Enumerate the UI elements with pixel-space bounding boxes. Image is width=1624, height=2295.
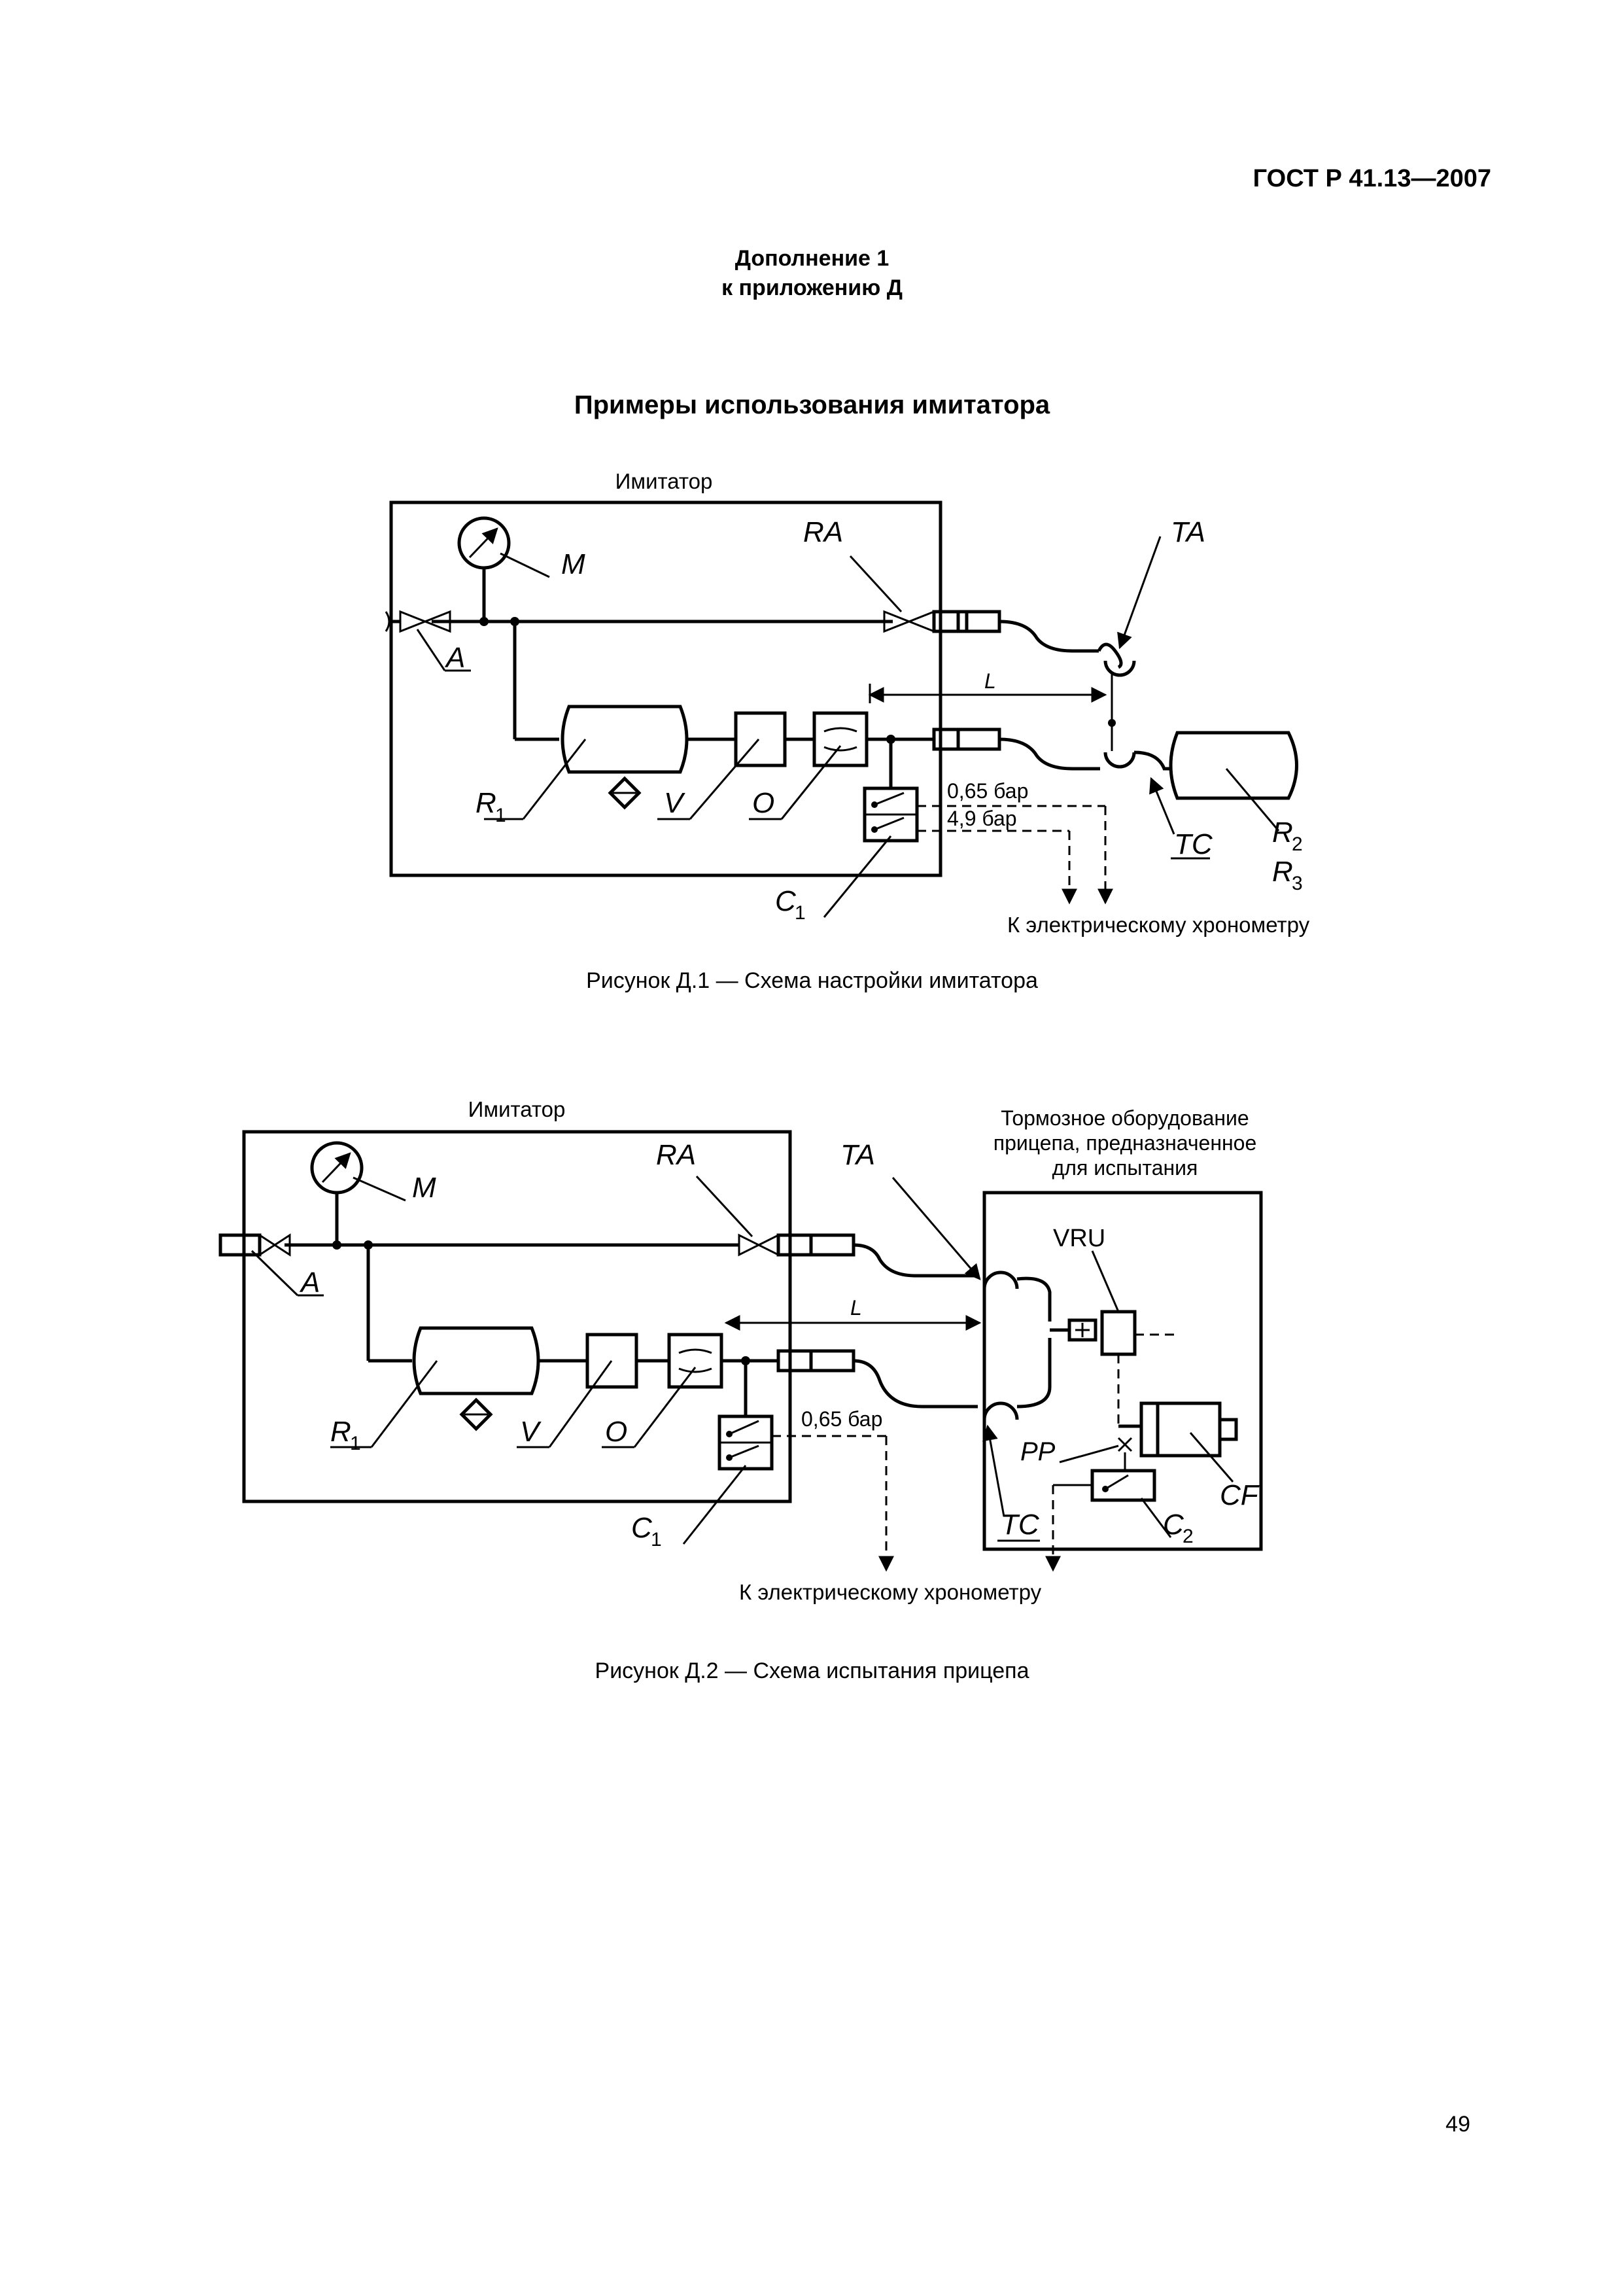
fig2-pressure-switch-c2: [1090, 1469, 1156, 1502]
fig2-valve-ra-icon: [738, 1233, 780, 1257]
fig2-label-c2: C: [1163, 1509, 1184, 1541]
fig2-brake-cylinder-cf: [1139, 1401, 1238, 1458]
figure-1-caption: Рисунок Д.1 — Схема настройки имитатора: [586, 968, 1038, 993]
fig2-label-o: O: [605, 1416, 627, 1448]
fig1-coupler-top: [932, 610, 1001, 633]
figure-2-caption: Рисунок Д.2 — Схема испытания прицепа: [595, 1658, 1029, 1683]
fig2-trailer-label-3: для испытания: [1052, 1156, 1198, 1180]
figure-2-schematic: Имитатор Тормозное оборудование прицепа,…: [218, 1097, 1263, 1604]
fig2-tc-hose-connector: [982, 1401, 1019, 1420]
fig2-label-pp: PP: [1020, 1437, 1056, 1466]
fig1-label-tc: TC: [1174, 828, 1213, 860]
fig2-label-ra: RA: [656, 1139, 696, 1171]
fig1-pressure-switch-c1: [863, 786, 919, 843]
fig2-trailer-label-1: Тормозное оборудование: [1001, 1106, 1249, 1130]
fig2-chronometer-label: К электрическому хронометру: [739, 1580, 1042, 1604]
fig2-ta-hose-connector: [982, 1270, 1019, 1289]
fig1-label-a: A: [444, 642, 465, 674]
fig2-label-vru: VRU: [1053, 1225, 1105, 1252]
fig2-label-a: A: [299, 1267, 320, 1299]
fig1-label-c1: C: [775, 885, 797, 917]
fig2-pressure-065: 0,65 бар: [801, 1407, 882, 1431]
fig1-simulator-label: Имитатор: [615, 469, 713, 493]
fig1-manometer-icon: [457, 516, 511, 622]
fig2-label-v: V: [520, 1416, 542, 1448]
supplement-heading: Дополнение 1 к приложению Д: [0, 244, 1624, 303]
supplement-line-2: к приложению Д: [721, 275, 903, 300]
fig2-label-l: L: [850, 1296, 862, 1320]
fig2-reservoir-r1: [412, 1326, 540, 1395]
fig1-label-l: L: [984, 669, 996, 693]
fig2-label-r1-sub: 1: [350, 1433, 361, 1454]
fig2-valve-v: [585, 1333, 638, 1389]
fig2-simulator-label: Имитатор: [468, 1097, 566, 1121]
fig2-drain-icon: [459, 1397, 493, 1431]
standard-code: ГОСТ Р 41.13—2007: [1253, 165, 1491, 192]
fig2-relay-valve-vru: [1100, 1310, 1137, 1356]
fig1-label-ta: TA: [1171, 516, 1205, 548]
fig1-reservoir-r1: [561, 705, 689, 774]
fig2-label-c1: C: [631, 1512, 653, 1544]
fig2-label-cf: CF: [1220, 1479, 1260, 1511]
fig1-label-m: M: [561, 548, 585, 580]
fig1-label-r1-sub: 1: [495, 805, 506, 826]
fig1-label-v: V: [664, 787, 685, 819]
fig2-label-c2-sub: 2: [1183, 1526, 1194, 1547]
fig2-label-c1-sub: 1: [651, 1529, 662, 1550]
supplement-line-1: Дополнение 1: [734, 246, 890, 271]
fig1-orifice-o: [812, 711, 869, 767]
page-number: 49: [1445, 2112, 1470, 2137]
fig1-label-r3: R: [1272, 856, 1293, 888]
fig1-tc-hose-connector: [1103, 752, 1136, 769]
fig1-coupler-bottom: [932, 727, 1001, 751]
fig2-label-tc: TC: [1001, 1509, 1040, 1541]
fig2-manometer-icon: [310, 1141, 364, 1245]
fig1-reservoir-r2-r3: [1169, 731, 1298, 800]
fig1-label-r1: R: [475, 787, 496, 819]
fig1-label-ra: RA: [803, 516, 843, 548]
fig2-trailer-label-2: прицепа, предназначенное: [993, 1131, 1257, 1155]
fig2-trailer-box: [982, 1191, 1263, 1551]
fig2-pressure-switch-c1: [717, 1414, 774, 1471]
fig1-pressure-49: 4,9 бар: [947, 807, 1017, 830]
fig2-simulator-box: [242, 1130, 792, 1503]
fig1-chronometer-label: К электрическому хронометру: [1007, 913, 1310, 937]
fig2-valve-a-icon: [218, 1233, 291, 1257]
section-title: Примеры использования имитатора: [574, 391, 1050, 419]
fig2-label-ta: TA: [840, 1139, 875, 1171]
fig1-label-r3-sub: 3: [1292, 873, 1303, 894]
fig1-drain-icon: [608, 776, 642, 810]
fig2-label-m: M: [412, 1172, 436, 1204]
fig1-label-o: O: [752, 787, 774, 819]
fig1-label-c1-sub: 1: [795, 902, 806, 924]
fig1-pressure-065: 0,65 бар: [947, 779, 1028, 803]
fig1-label-r2: R: [1272, 816, 1293, 849]
fig1-ta-hose-connector: [1097, 642, 1123, 669]
figure-1-schematic: Имитатор M A RA: [385, 469, 1310, 937]
fig2-orifice-o: [667, 1333, 723, 1389]
fig2-pressure-point-pp: [1117, 1437, 1133, 1452]
fig2-label-r1: R: [330, 1416, 351, 1448]
fig1-label-r2-sub: 2: [1292, 833, 1303, 855]
